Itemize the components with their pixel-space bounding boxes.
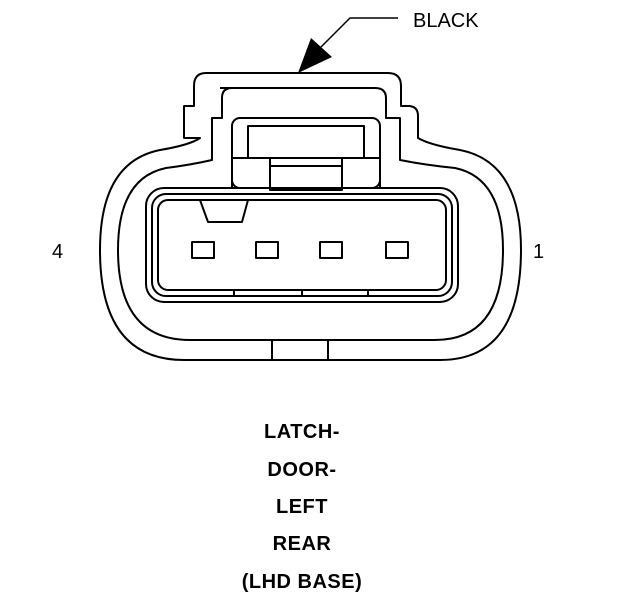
latch-tab-frame <box>231 157 381 188</box>
caption-line-1: LATCH- <box>264 421 340 443</box>
caption-line-4: REAR <box>272 533 332 555</box>
leader-arrowhead <box>298 38 332 73</box>
terminal-pin-4 <box>191 241 215 259</box>
caption-line-5: (LHD BASE) <box>241 571 363 593</box>
pin-number-left: 4 <box>52 241 63 263</box>
housing-bottom-notch <box>271 340 329 360</box>
connector-inner-housing <box>117 87 504 341</box>
polarization-key <box>199 199 249 223</box>
caption-line-2: DOOR- <box>267 459 337 481</box>
cavity-frame-inner <box>157 199 447 291</box>
connector-outer-housing <box>99 72 522 361</box>
pin-number-right: 1 <box>533 241 544 263</box>
connector-color-label: BLACK <box>413 10 479 32</box>
latch-tab-inner <box>247 125 365 159</box>
terminal-pin-3 <box>255 241 279 259</box>
color-leader <box>298 17 398 73</box>
caption-line-3: LEFT <box>276 496 328 518</box>
cavity-frame-outer <box>145 187 459 303</box>
latch-tab-outer <box>231 117 381 189</box>
latch-ramp <box>269 158 343 191</box>
terminal-pin-1 <box>385 241 409 259</box>
terminal-pin-2 <box>319 241 343 259</box>
bottom-ribs <box>233 290 369 296</box>
